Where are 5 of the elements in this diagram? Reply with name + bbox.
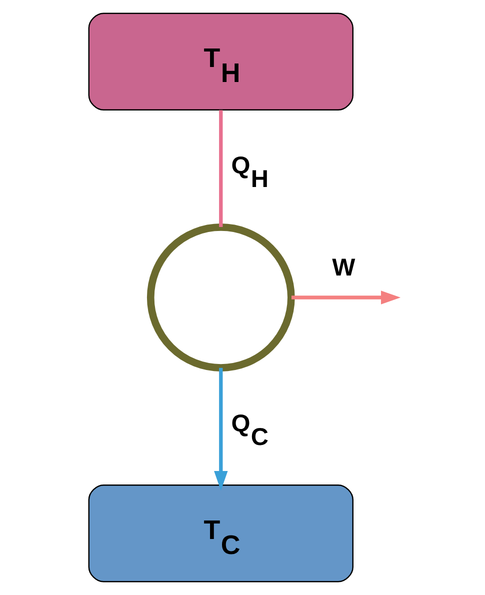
connector bbox=[219, 110, 223, 227]
edge-label: W bbox=[332, 254, 356, 282]
arrow bbox=[214, 368, 228, 491]
arrow bbox=[291, 290, 401, 304]
node-circle bbox=[146, 224, 295, 372]
